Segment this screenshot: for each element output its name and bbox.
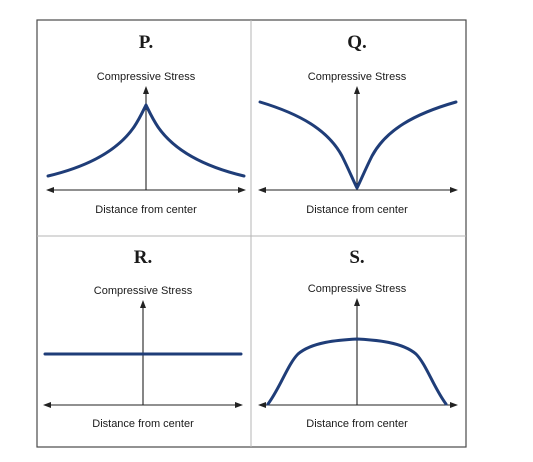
- panel-s-x-axis-left-arrow-icon: [258, 402, 266, 408]
- panel-s: S. Compressive Stress Distance from cent…: [258, 247, 458, 430]
- panel-q: Q. Compressive Stress Distance from cent…: [258, 32, 458, 216]
- panel-p-x-axis-right-arrow-icon: [238, 187, 246, 193]
- panel-p: P. Compressive Stress Distance from cent…: [46, 32, 246, 216]
- panel-s-x-axis-right-arrow-icon: [450, 402, 458, 408]
- panel-r-x-axis-right-arrow-icon: [235, 402, 243, 408]
- panel-r-title: R.: [134, 247, 152, 268]
- panel-r: R. Compressive Stress Distance from cent…: [43, 247, 243, 430]
- panel-q-x-axis-left-arrow-icon: [258, 187, 266, 193]
- panel-r-y-axis-label: Compressive Stress: [94, 285, 193, 297]
- panel-q-y-axis-label: Compressive Stress: [308, 71, 407, 83]
- panel-r-y-axis-arrow-icon: [140, 300, 146, 308]
- panel-p-stress-curve: [46, 103, 246, 178]
- panel-r-x-axis-label: Distance from center: [92, 418, 194, 430]
- panel-p-x-axis-left-arrow-icon: [46, 187, 54, 193]
- panel-p-y-axis-arrow-icon: [143, 86, 149, 94]
- panel-s-title: S.: [349, 247, 364, 268]
- panel-s-x-axis-label: Distance from center: [306, 418, 408, 430]
- panel-r-x-axis-left-arrow-icon: [43, 402, 51, 408]
- panel-p-y-axis-label: Compressive Stress: [97, 71, 196, 83]
- panel-s-stress-curve: [266, 337, 448, 406]
- panel-p-title: P.: [139, 32, 154, 53]
- panel-q-title: Q.: [347, 32, 367, 53]
- panel-q-stress-curve: [258, 100, 458, 190]
- panel-q-x-axis-label: Distance from center: [306, 204, 408, 216]
- panel-s-y-axis-label: Compressive Stress: [308, 283, 407, 295]
- panel-q-y-axis-arrow-icon: [354, 86, 360, 94]
- panel-s-y-axis-arrow-icon: [354, 298, 360, 306]
- panel-p-x-axis-label: Distance from center: [95, 204, 197, 216]
- panel-q-x-axis-right-arrow-icon: [450, 187, 458, 193]
